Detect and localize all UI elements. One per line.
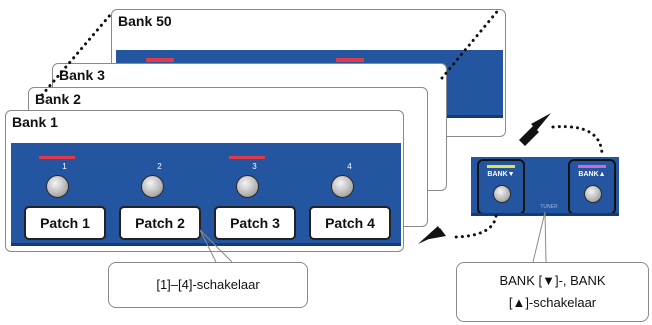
led-indicator bbox=[487, 165, 515, 168]
footswitch-knob bbox=[141, 175, 164, 198]
led-indicator bbox=[39, 156, 75, 159]
patch-switch-3[interactable]: 3 Patch 3 bbox=[212, 150, 297, 241]
switch-number: 4 bbox=[347, 162, 352, 171]
patch-label: Patch 2 bbox=[119, 206, 201, 240]
cycle-arrow-left bbox=[418, 226, 446, 244]
callout-text-line2: [▲]-schakelaar bbox=[508, 295, 597, 310]
footswitch-panel: 1 Patch 1 2 Patch 2 3 Patch 3 4 Patch 4 bbox=[11, 143, 401, 246]
bank-up-label: BANK▲ bbox=[578, 171, 606, 178]
footswitch-knob bbox=[331, 175, 354, 198]
patch-switch-callout: [1]–[4]-schakelaar bbox=[108, 262, 308, 308]
bank-title: Bank 2 bbox=[35, 91, 81, 107]
patch-label: Patch 1 bbox=[24, 206, 106, 240]
bank-callout-pointer bbox=[532, 211, 547, 263]
cycle-dotted-path-up bbox=[551, 125, 604, 159]
bank-down-label: BANK▼ bbox=[487, 171, 515, 178]
patch-switch-2[interactable]: 2 Patch 2 bbox=[117, 150, 202, 241]
switch-number: 1 bbox=[62, 162, 67, 171]
bank-title: Bank 50 bbox=[118, 13, 172, 29]
bank-title: Bank 1 bbox=[12, 114, 58, 130]
patch-switch-4[interactable]: 4 Patch 4 bbox=[307, 150, 392, 241]
switch-number: 3 bbox=[252, 162, 257, 171]
bank-switch-callout: BANK [▼]-, BANK [▲]-schakelaar bbox=[456, 262, 649, 322]
led-indicator bbox=[336, 58, 364, 62]
patch-callout-pointer bbox=[199, 229, 233, 263]
footswitch-knob bbox=[493, 185, 511, 203]
stack-dotted-line-left bbox=[40, 12, 113, 97]
switch-number: 2 bbox=[157, 162, 162, 171]
footswitch-knob bbox=[236, 175, 259, 198]
callout-text-line1: BANK [▼]-, BANK bbox=[499, 273, 606, 288]
callout-text: [1]–[4]-schakelaar bbox=[156, 277, 260, 292]
patch-label: Patch 3 bbox=[214, 206, 296, 240]
cycle-dotted-path-down bbox=[453, 214, 498, 239]
patch-label: Patch 4 bbox=[309, 206, 391, 240]
cycle-arrow-up bbox=[519, 113, 551, 146]
led-indicator bbox=[578, 165, 606, 168]
patch-switch-1[interactable]: 1 Patch 1 bbox=[22, 150, 107, 241]
footswitch-knob bbox=[584, 185, 602, 203]
led-indicator bbox=[146, 58, 174, 62]
tuner-label: TUNER bbox=[540, 204, 558, 210]
footswitch-knob bbox=[46, 175, 69, 198]
stack-dotted-line-right bbox=[440, 6, 502, 80]
bank-card-1: Bank 1 1 Patch 1 2 Patch 2 3 Patch 3 4 bbox=[5, 110, 404, 252]
bank-title: Bank 3 bbox=[59, 67, 105, 83]
led-indicator bbox=[229, 156, 265, 159]
